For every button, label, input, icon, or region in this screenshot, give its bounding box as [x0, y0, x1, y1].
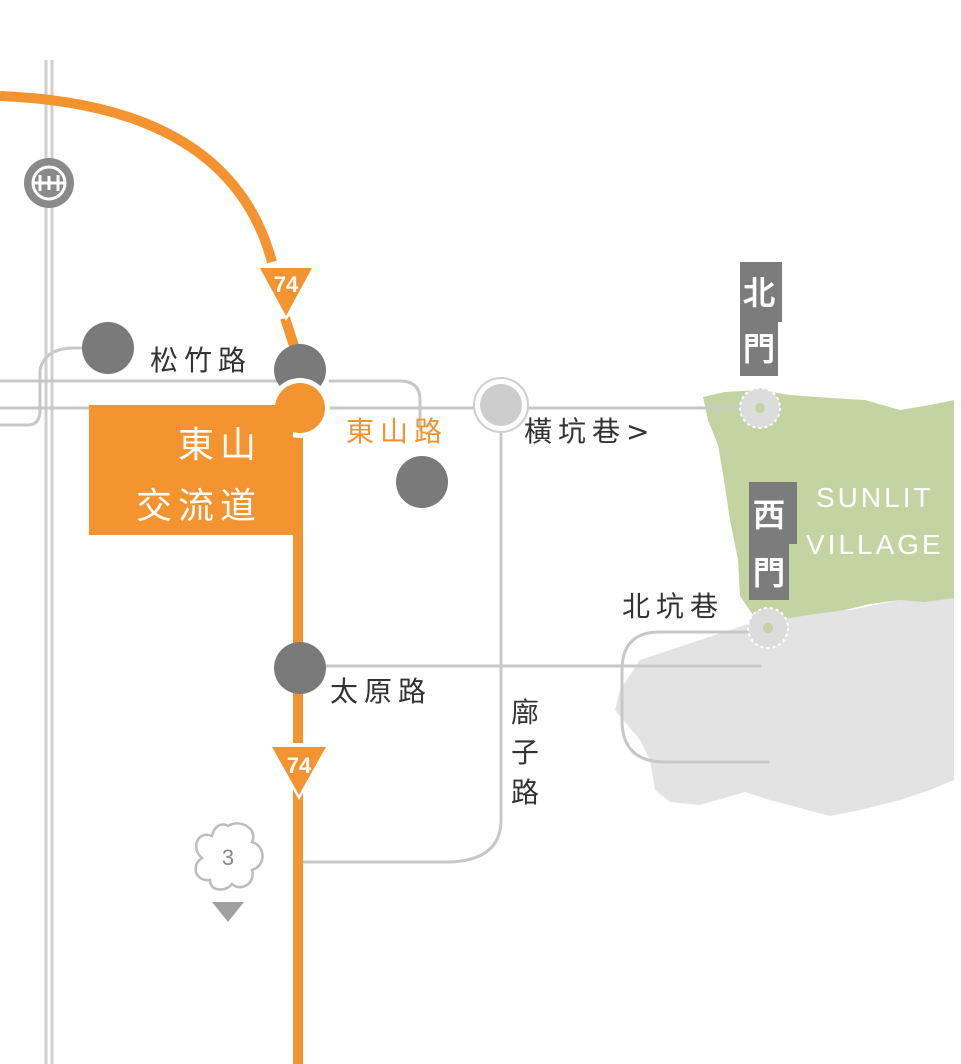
- north-gate-char-2: 門: [743, 330, 775, 368]
- highway-shield-top: 74: [255, 264, 317, 321]
- north-gate-char-1: 北: [743, 274, 775, 312]
- label-dongshan-road: 東山路: [346, 415, 448, 448]
- road-langzi: [298, 406, 503, 864]
- hsr-station-icon: [24, 158, 74, 208]
- village-name-line2: VILLAGE: [806, 529, 944, 560]
- svg-text:74: 74: [274, 272, 299, 297]
- local-roads: [0, 346, 770, 864]
- road-beikeng: [620, 630, 770, 764]
- west-gate-box-1: [749, 482, 797, 544]
- hsr-rail-line: [44, 60, 54, 1064]
- triangle-down-icon: [212, 902, 244, 922]
- interchange-label-line1: 東山: [178, 425, 262, 466]
- interchange-label-box: [89, 405, 293, 535]
- label-songzhu-road: 松竹路: [150, 344, 252, 377]
- label-taiyuan-road: 太原路: [330, 675, 432, 708]
- interchange-label-line2: 交流道: [136, 486, 262, 527]
- label-langzi-road-3: 路: [511, 776, 539, 809]
- north-gate-box-1: [740, 262, 782, 322]
- village-name-line1: SUNLIT: [816, 482, 934, 513]
- north-gate-box-2: [740, 322, 778, 376]
- node-dongshan-road: [396, 456, 448, 508]
- label-langzi-road-1: 廍: [511, 696, 539, 729]
- svg-text:3: 3: [222, 845, 234, 870]
- west-gate-char-1: 西: [753, 496, 785, 534]
- highway-shield-bottom: 74: [267, 743, 331, 800]
- road-west-ramp: [0, 346, 102, 427]
- west-gate-char-2: 門: [753, 554, 785, 592]
- west-gate-box-2: [749, 544, 789, 600]
- label-langzi-road-2: 子: [511, 736, 539, 769]
- west-gate-marker-icon: [747, 607, 789, 649]
- flower-route-marker-icon: 3: [194, 822, 264, 891]
- svg-text:74: 74: [287, 753, 312, 778]
- node-taiyuan: [274, 642, 326, 694]
- node-songzhu: [82, 322, 134, 374]
- north-gate-marker-icon: [739, 387, 781, 429]
- label-beikeng-lane: 北坑巷: [622, 590, 724, 623]
- road-frontage-east: [328, 379, 422, 432]
- label-henkeng-lane: 橫坑巷>: [524, 415, 655, 448]
- node-langzi-inner: [480, 384, 522, 426]
